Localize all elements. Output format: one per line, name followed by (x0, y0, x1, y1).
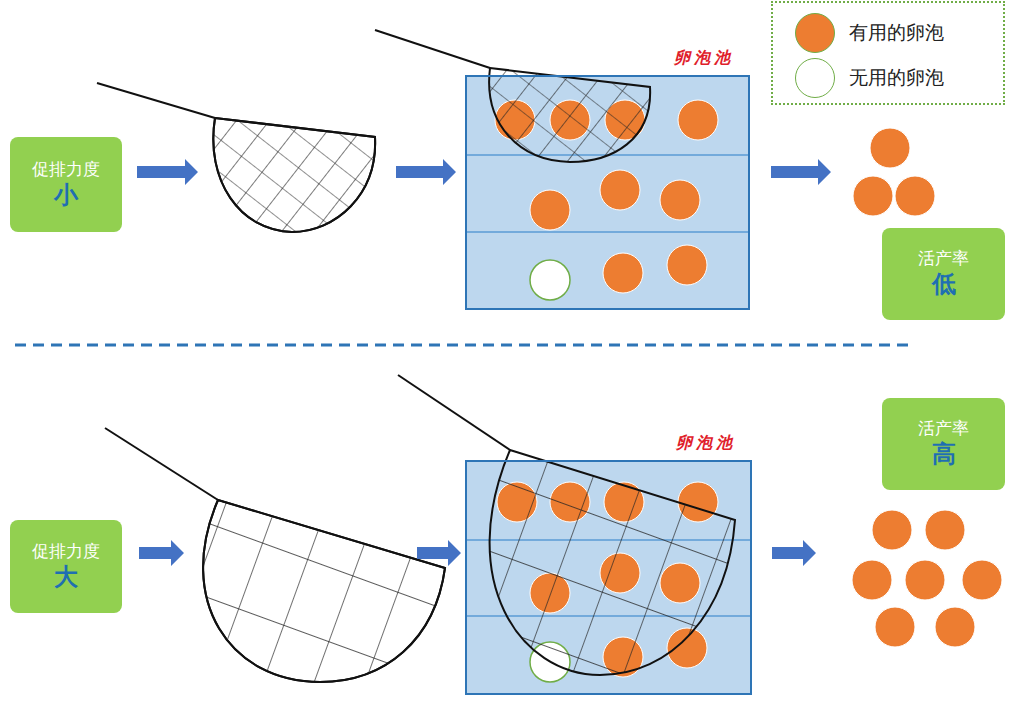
net-mesh (489, 68, 650, 162)
follicle (925, 510, 965, 550)
flow-arrows (137, 159, 831, 566)
follicle (905, 560, 945, 600)
legend: 有用的卵泡无用的卵泡 (771, 1, 1005, 105)
legend-swatch (795, 13, 835, 53)
follicle (870, 128, 910, 168)
net-handle (398, 375, 510, 450)
outcome-box: 活产率高 (882, 398, 1005, 490)
box-value: 高 (932, 439, 956, 470)
box-heading: 活产率 (918, 247, 969, 269)
net-bowl (203, 500, 445, 682)
divider (15, 344, 915, 347)
follicle-pool: 卵泡池 (465, 75, 750, 310)
follicle (660, 180, 700, 220)
box-heading: 促排力度 (32, 158, 100, 180)
follicle (600, 170, 640, 210)
legend-swatch (795, 58, 835, 98)
box-value: 大 (54, 562, 78, 593)
block-arrow (772, 540, 816, 566)
net-mesh (490, 450, 735, 675)
legend-row: 无用的卵泡 (795, 58, 944, 98)
block-arrow (417, 540, 461, 566)
net-handle (105, 428, 218, 500)
dosage-box: 促排力度大 (10, 520, 122, 613)
box-value: 小 (54, 180, 78, 211)
pool-heading: 卵泡池 (674, 48, 734, 69)
block-arrow (396, 159, 456, 185)
follicle (530, 260, 570, 300)
follicle (667, 245, 707, 285)
follicle (678, 100, 718, 140)
block-arrow (137, 159, 198, 185)
legend-text: 有用的卵泡 (849, 20, 944, 46)
net-handle (97, 83, 215, 118)
follicle-pool (466, 76, 751, 694)
follicle (872, 510, 912, 550)
box-heading: 活产率 (918, 417, 969, 439)
box-heading: 促排力度 (32, 540, 100, 562)
legend-text: 无用的卵泡 (849, 65, 944, 91)
net-mesh (213, 118, 375, 232)
follicle (962, 560, 1002, 600)
nets (97, 30, 735, 682)
follicle (852, 560, 892, 600)
pool-heading: 卵泡池 (676, 433, 736, 454)
follicle (935, 607, 975, 647)
net-handle (375, 30, 490, 68)
net-mesh (203, 500, 445, 682)
follicle (603, 253, 643, 293)
net-bowl (213, 118, 375, 232)
follicle (853, 176, 893, 216)
dosage-box: 促排力度小 (10, 137, 122, 232)
pool-band (466, 231, 749, 233)
block-arrow (771, 159, 831, 185)
box-value: 低 (932, 269, 956, 300)
follicle (875, 607, 915, 647)
follicle (895, 176, 935, 216)
outcome-box: 活产率低 (882, 228, 1005, 320)
block-arrow (139, 540, 184, 566)
follicle (530, 190, 570, 230)
legend-row: 有用的卵泡 (795, 13, 944, 53)
follicle-pool: 卵泡池 (465, 460, 752, 695)
